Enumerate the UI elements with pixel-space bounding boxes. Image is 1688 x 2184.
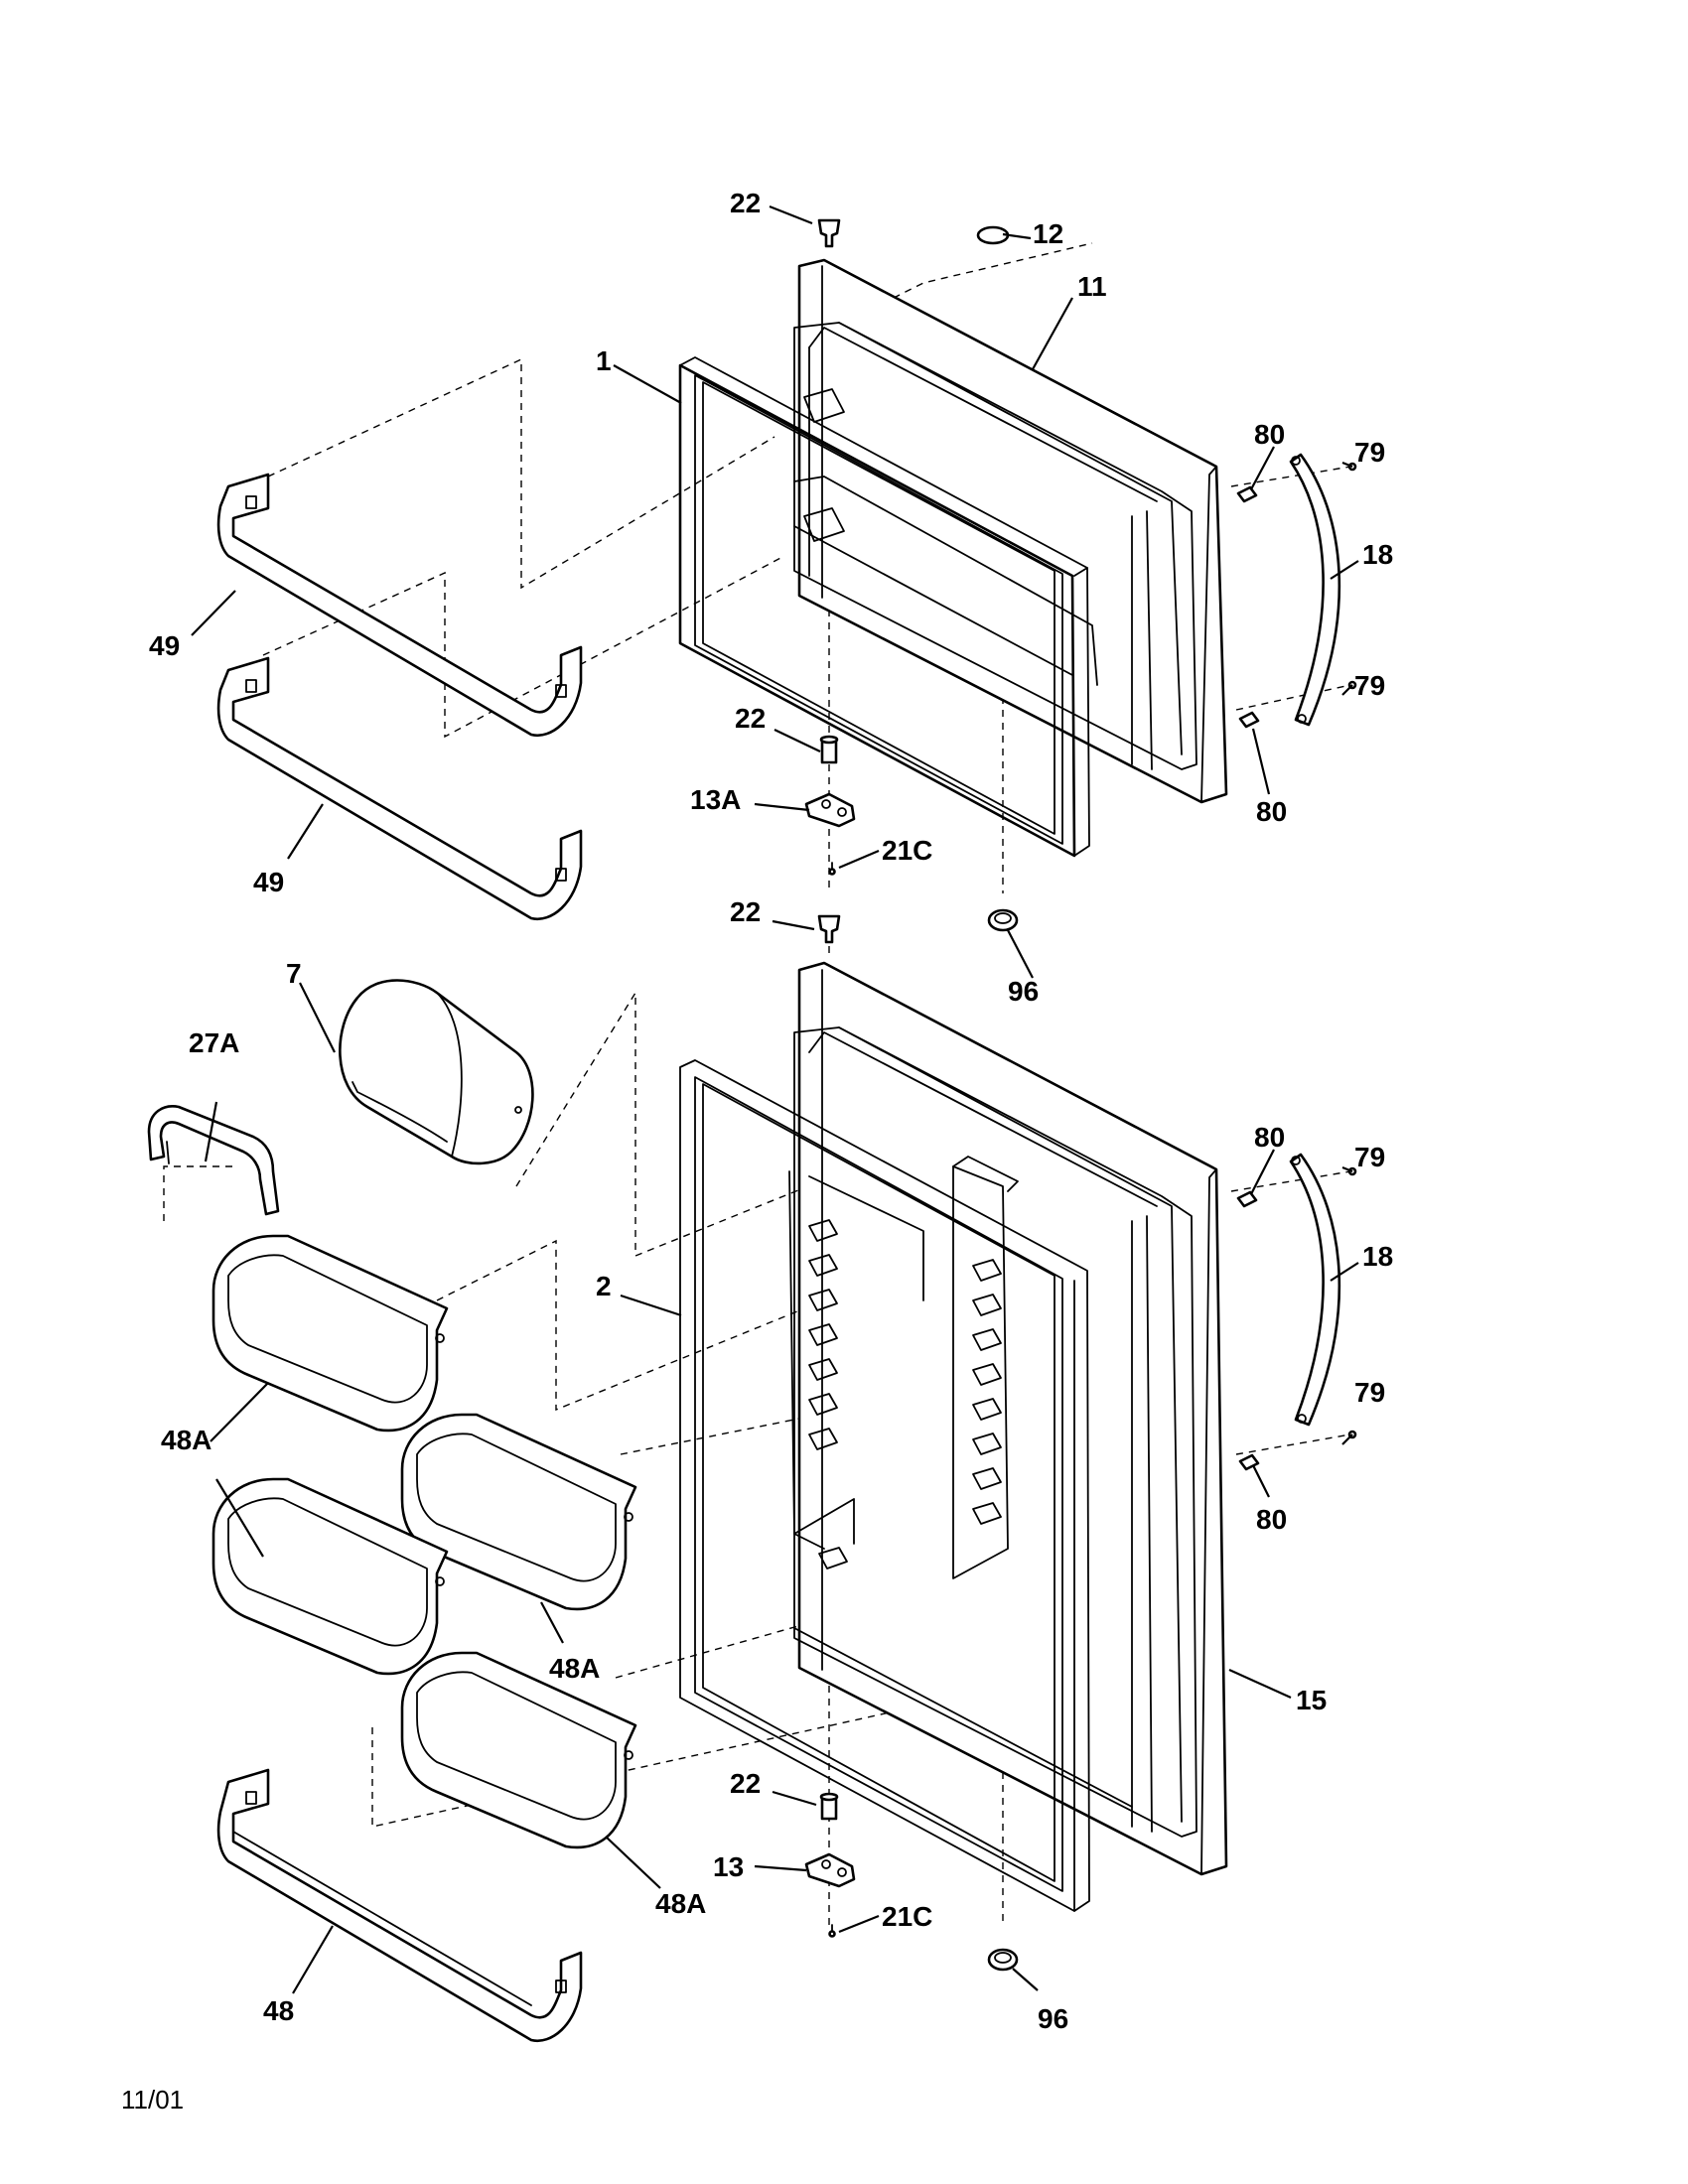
callout-27A: 27A	[189, 1027, 239, 1058]
callout-22: 22	[735, 703, 766, 734]
callout-80: 80	[1256, 796, 1287, 827]
dairy-compartment-7	[339, 979, 534, 1165]
door-bins-48A	[211, 1234, 637, 1849]
callout-96: 96	[1008, 976, 1039, 1007]
callout-1: 1	[596, 345, 612, 376]
callout-48A: 48A	[161, 1425, 211, 1455]
revision-date: 11/01	[121, 2085, 184, 2115]
callout-21C: 21C	[882, 835, 932, 866]
callout-2: 2	[596, 1271, 612, 1301]
callout-80: 80	[1254, 419, 1285, 450]
callout-labels: 22 12 11 1 80 79 18 79 80 49 49 22 13A 2…	[149, 188, 1393, 2034]
freezer-door-11	[793, 258, 1228, 804]
callout-13A: 13A	[690, 784, 741, 815]
callout-96: 96	[1038, 2003, 1068, 2034]
freezer-gasket-1	[678, 356, 1090, 858]
egg-rack-27A	[147, 1105, 280, 1216]
callout-49: 49	[253, 867, 284, 897]
fresh-food-door-15	[788, 961, 1228, 1876]
callout-22: 22	[730, 896, 761, 927]
door-shelves	[216, 473, 583, 2043]
callout-48A: 48A	[655, 1888, 706, 1919]
hinge-pins	[817, 218, 841, 1821]
callout-79: 79	[1354, 670, 1385, 701]
callout-15: 15	[1296, 1685, 1327, 1715]
callout-18: 18	[1362, 539, 1393, 570]
callout-80: 80	[1254, 1122, 1285, 1153]
bin-support-bumps	[808, 1219, 1002, 1570]
callout-21C: 21C	[882, 1901, 932, 1932]
leader-lines	[191, 205, 1359, 1994]
callout-11: 11	[1077, 271, 1107, 302]
callout-12: 12	[1033, 218, 1063, 249]
plugs	[976, 225, 1019, 1972]
handle-screws	[1236, 462, 1357, 1471]
callout-48A: 48A	[549, 1653, 600, 1684]
callout-79: 79	[1354, 437, 1385, 468]
hinge-plates	[804, 792, 856, 1938]
callout-80: 80	[1256, 1504, 1287, 1535]
callout-49: 49	[149, 630, 180, 661]
callout-79: 79	[1354, 1377, 1385, 1408]
callout-79: 79	[1354, 1142, 1385, 1172]
callout-13: 13	[713, 1851, 744, 1882]
callout-18: 18	[1362, 1241, 1393, 1272]
callout-48: 48	[263, 1995, 294, 2026]
callout-7: 7	[286, 958, 302, 989]
fresh-food-gasket-2	[679, 1059, 1090, 1912]
callout-22: 22	[730, 188, 761, 218]
callout-22: 22	[730, 1768, 761, 1799]
door-handles-18	[1289, 453, 1341, 1427]
